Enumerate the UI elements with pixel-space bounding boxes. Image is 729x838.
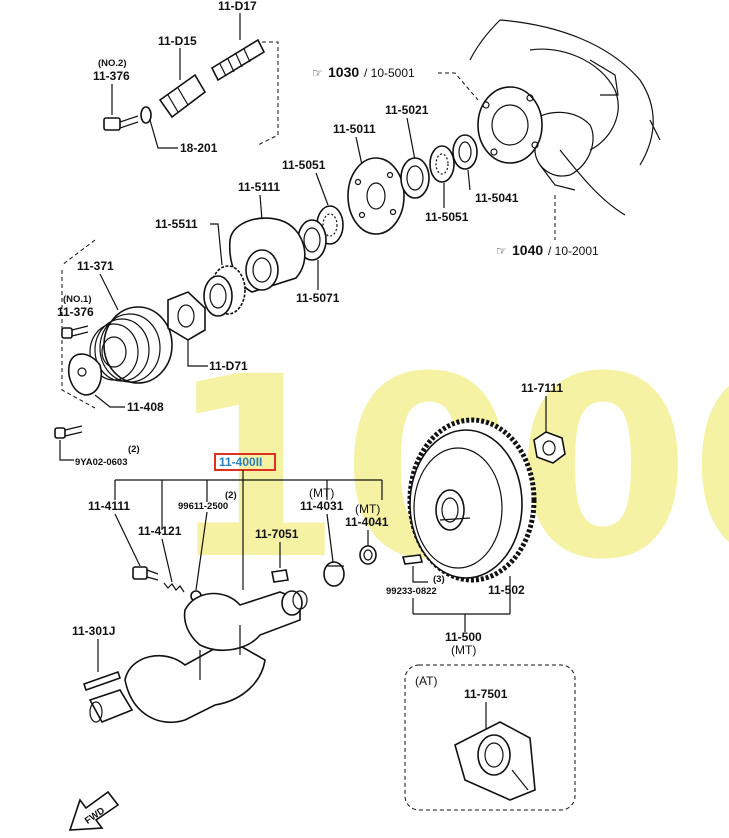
- ref-1030-sub: / 10-5001: [364, 66, 415, 80]
- ring-11-5041: [452, 134, 478, 170]
- dowel-99233-0822: [401, 554, 424, 565]
- bushing-11-4041: [359, 545, 377, 565]
- label-11-4031: 11-4031: [300, 499, 344, 513]
- label-11-5051-a: 11-5051: [282, 158, 326, 172]
- label-11-5071: 11-5071: [296, 291, 340, 305]
- relief-valve-11-D15: [158, 73, 207, 119]
- label-99611-2500: 99611-2500: [178, 501, 228, 512]
- label-no2: (NO.2): [98, 58, 127, 69]
- label-11-D15: 11-D15: [158, 34, 197, 48]
- label-18-201: 18-201: [180, 141, 218, 155]
- oil-pump-flange: [477, 86, 543, 164]
- label-11-5111: 11-5111: [238, 180, 280, 194]
- label-11-D17: 11-D17: [218, 0, 257, 13]
- label-11-4121: 11-4121: [138, 524, 182, 538]
- label-qty-3: (3): [433, 574, 445, 585]
- bolt-11-376-no2: [103, 115, 139, 131]
- plate-11-408: [68, 353, 102, 396]
- key-11-301J: [82, 670, 122, 692]
- ref-1040-number: 1040: [512, 242, 543, 258]
- bolt-11-376-no1: [61, 325, 89, 339]
- label-11-4111: 11-4111: [88, 499, 130, 513]
- spring-11-4121: [163, 582, 185, 593]
- plug-11-4111: [132, 566, 159, 581]
- ref-1030-number: 1030: [328, 64, 359, 80]
- label-9YA02-0603: 9YA02-0603: [75, 457, 127, 468]
- label-11-400II[interactable]: 11-400II: [219, 455, 262, 469]
- arrow-icon-1040: ☞: [496, 244, 507, 258]
- label-11-502: 11-502: [488, 583, 525, 597]
- label-11-376-b: 11-376: [57, 305, 94, 319]
- reference-1030[interactable]: ☞ 1030 / 10-5001: [312, 64, 415, 80]
- label-11-5051-b: 11-5051: [425, 210, 469, 224]
- label-11-500: 11-500: [445, 630, 482, 644]
- ring-11-5021: [400, 157, 430, 199]
- at-section-box: [404, 664, 576, 811]
- label-11-4041: 11-4041: [345, 515, 389, 529]
- label-mt-3: (MT): [451, 643, 476, 657]
- label-qty-2b: (2): [225, 490, 237, 501]
- nut-11-7111: [533, 431, 566, 464]
- label-11-5511: 11-5511: [155, 217, 198, 231]
- label-at: (AT): [415, 674, 437, 688]
- label-qty-2a: (2): [128, 444, 140, 455]
- ref-1040-sub: / 10-2001: [548, 244, 599, 258]
- bolt-9YA02-0603: [54, 425, 83, 439]
- nut-11-D71: [167, 291, 206, 341]
- bearing-11-4031: [323, 561, 345, 587]
- label-11-408: 11-408: [127, 400, 164, 414]
- bearing-11-5051-b: [429, 145, 455, 183]
- label-11-7111: 11-7111: [521, 381, 563, 395]
- label-11-D71: 11-D71: [209, 359, 248, 373]
- label-99233-0822: 99233-0822: [386, 586, 437, 597]
- plate-11-7501: [454, 721, 536, 801]
- oil-pump-rotor-11-371: [89, 306, 173, 384]
- label-11-301J: 11-301J: [72, 624, 115, 638]
- label-11-7501: 11-7501: [464, 687, 508, 701]
- reference-1040[interactable]: ☞ 1040 / 10-2001: [496, 242, 599, 258]
- gear-11-5511: [203, 265, 246, 317]
- label-11-5041: 11-5041: [475, 191, 519, 205]
- key-11-7051: [271, 569, 289, 583]
- label-no1: (NO.1): [63, 294, 92, 305]
- label-11-5021: 11-5021: [385, 103, 429, 117]
- engine-block-outline: [469, 19, 661, 216]
- label-11-371: 11-371: [77, 259, 114, 273]
- forward-arrow-icon: [68, 790, 120, 831]
- label-11-376-a: 11-376: [93, 69, 130, 83]
- crankshaft-11-400: [88, 590, 308, 724]
- label-mt-1: (MT): [309, 486, 334, 500]
- label-11-5011: 11-5011: [333, 122, 376, 136]
- o-ring-18-201: [140, 106, 152, 124]
- label-mt-2: (MT): [355, 502, 380, 516]
- spring-11-D17: [210, 38, 266, 82]
- arrow-icon-1030: ☞: [312, 66, 323, 80]
- plate-11-5011: [347, 157, 405, 235]
- highlight-box[interactable]: [214, 453, 276, 471]
- label-11-7051: 11-7051: [255, 527, 299, 541]
- flywheel-gear-11-500: [407, 417, 537, 583]
